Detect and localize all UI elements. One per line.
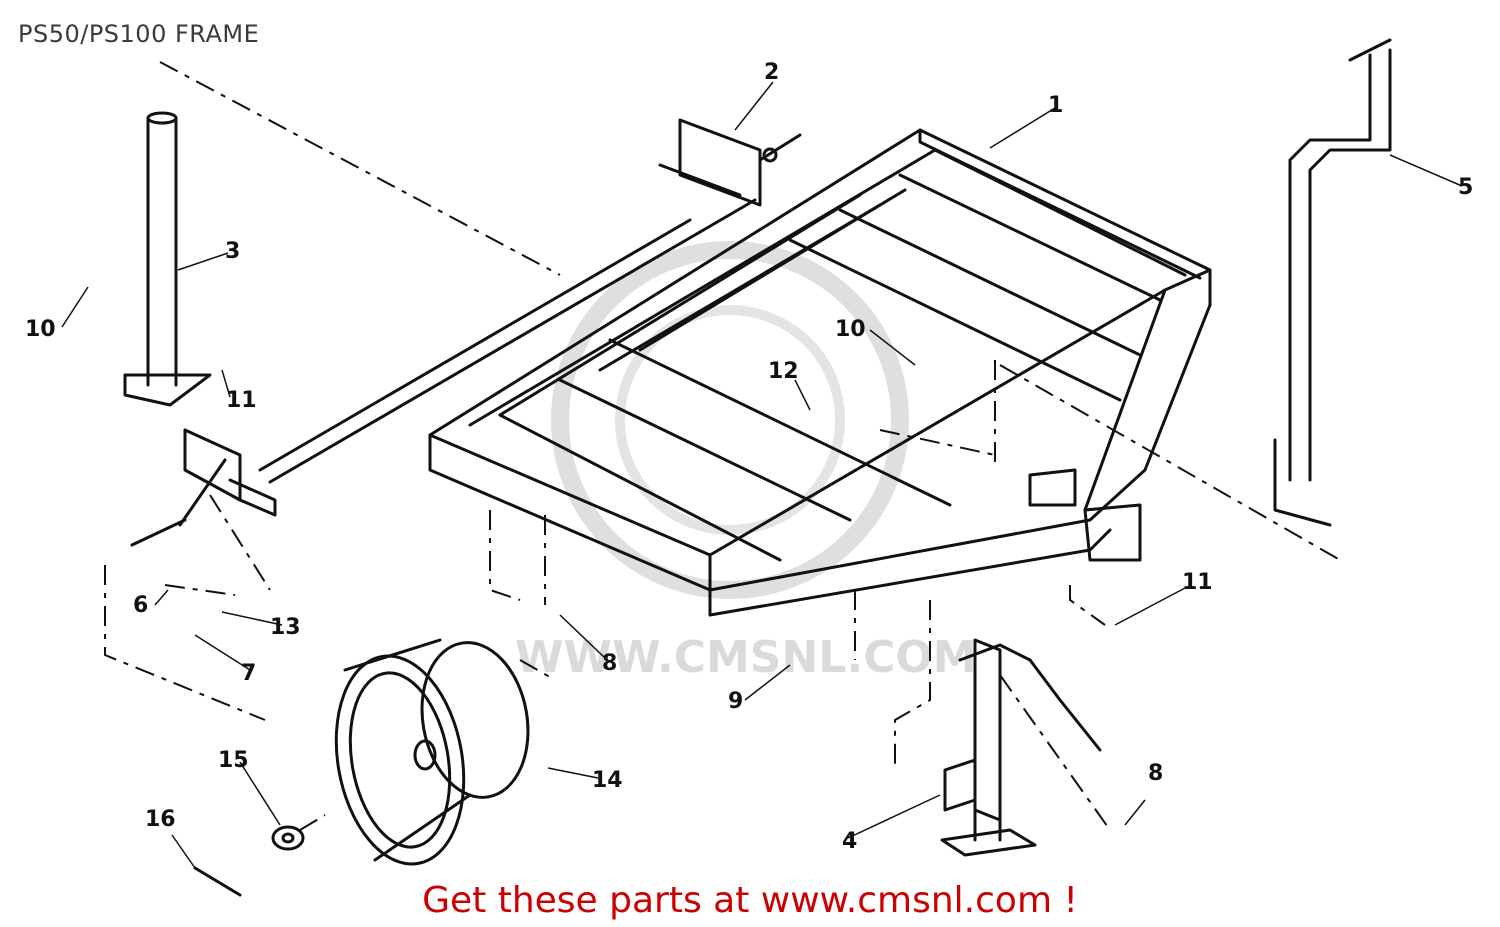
callout-4: 4 (842, 829, 857, 854)
callout-8-center: 8 (602, 651, 617, 676)
axle (258, 133, 802, 484)
cotter-pin-16 (193, 866, 242, 897)
page-title: PS50/PS100 FRAME (18, 20, 260, 48)
callout-10-right: 10 (835, 317, 866, 342)
callout-3: 3 (225, 239, 240, 264)
main-frame (428, 128, 1212, 617)
callout-16: 16 (145, 807, 176, 832)
cmsnl-link[interactable]: Get these parts at www.cmsnl.com ! (422, 880, 1078, 921)
watermark-text: WWW.CMSNL.COM (515, 632, 977, 683)
bracket-part-2 (658, 118, 778, 207)
callout-14: 14 (592, 768, 623, 793)
callout-5: 5 (1458, 175, 1473, 200)
wheel-14 (334, 638, 530, 866)
callout-11-right: 11 (1182, 570, 1213, 595)
watermark: WWW.CMSNL.COM (515, 241, 977, 683)
washer-15 (271, 825, 305, 851)
callout-1: 1 (1048, 93, 1063, 118)
callout-7: 7 (241, 661, 256, 686)
callout-6: 6 (133, 593, 148, 618)
callout-8-right: 8 (1148, 761, 1163, 786)
jack-stand-4 (940, 638, 1102, 857)
callout-9: 9 (728, 689, 743, 714)
jack-stand-3 (123, 111, 212, 407)
spring-bracket-left (178, 428, 277, 527)
jack-handle-5 (1273, 38, 1392, 527)
callout-12: 12 (768, 359, 799, 384)
callout-2: 2 (764, 60, 779, 85)
callout-15: 15 (218, 748, 249, 773)
callout-13: 13 (270, 615, 301, 640)
callout-10-left: 10 (25, 317, 56, 342)
callout-11-left: 11 (226, 388, 257, 413)
